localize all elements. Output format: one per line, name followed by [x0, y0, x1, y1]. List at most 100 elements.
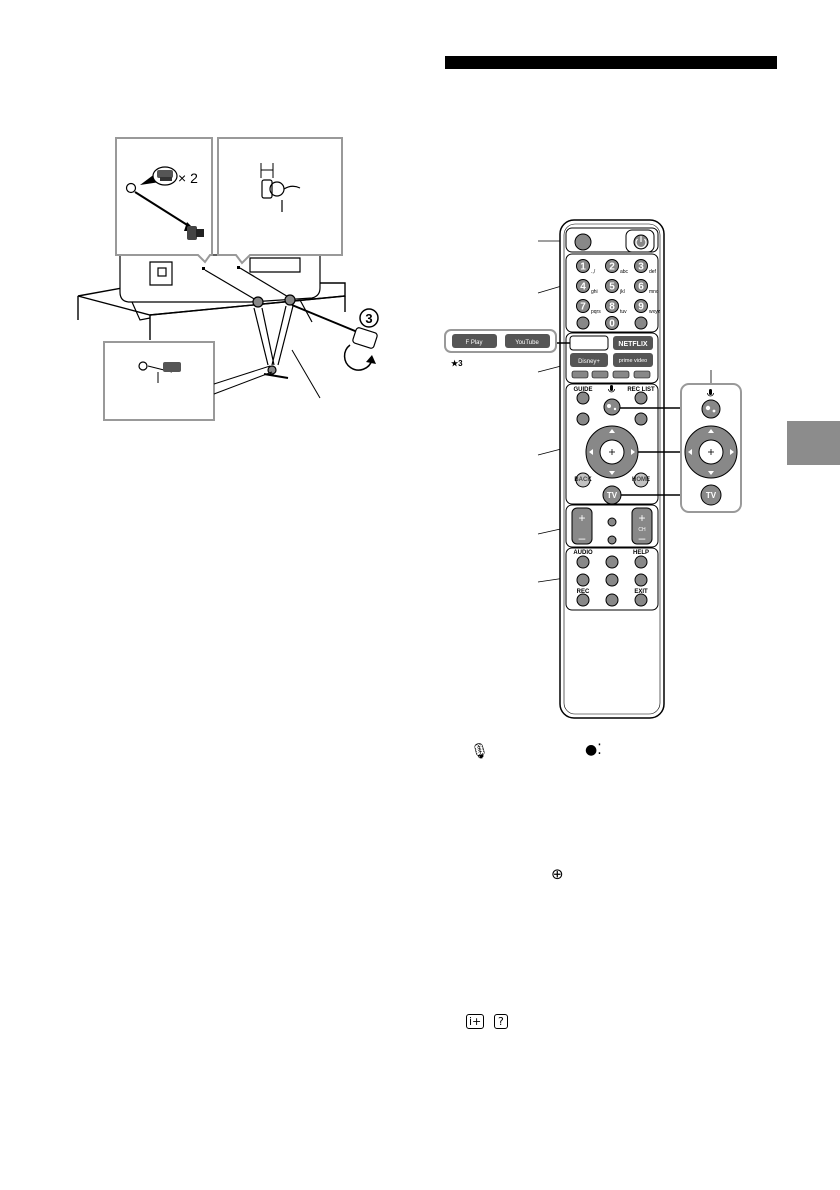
number-digit: 1 [580, 262, 586, 273]
google-assistant-button[interactable] [603, 398, 621, 416]
svg-text:F Play: F Play [465, 340, 482, 346]
number-digit: 2 [609, 262, 615, 273]
number-digit: 9 [638, 302, 644, 313]
svg-text:–: – [579, 531, 586, 545]
dpad[interactable] [684, 425, 738, 479]
wood-screw-icon [147, 362, 181, 373]
number-letters: abc [620, 269, 629, 275]
number-digit: 7 [580, 302, 586, 313]
svg-text:NETFLIX: NETFLIX [618, 341, 647, 348]
screw-pair-icon [157, 170, 173, 181]
rewind-button[interactable] [576, 573, 590, 587]
svg-text:GUIDE: GUIDE [573, 387, 592, 393]
section-heading-bar [445, 56, 777, 69]
svg-text:+: + [638, 511, 645, 525]
footnote-marker: ★3 [451, 359, 463, 368]
svg-text:3: 3 [365, 311, 372, 326]
svg-text:HELP: HELP [633, 550, 649, 556]
help-icon: ? [494, 1014, 508, 1029]
prime-video-button[interactable] [613, 353, 653, 367]
guide-button[interactable] [576, 391, 590, 405]
play-button[interactable] [605, 573, 619, 587]
netflix-button[interactable] [613, 336, 653, 350]
fast-forward-button[interactable] [634, 573, 648, 587]
strap-bolt-icon [261, 179, 301, 212]
svg-text:+: + [578, 511, 585, 525]
svg-text:CH: CH [638, 527, 646, 533]
number-digit: 6 [638, 282, 644, 293]
disney-button[interactable] [570, 353, 608, 367]
svg-text:REC LIST: REC LIST [627, 387, 655, 393]
list-button[interactable] [634, 316, 648, 330]
step-badge: 3 [343, 308, 379, 371]
callout-wood-screw [103, 341, 215, 421]
pause-button[interactable] [605, 593, 619, 607]
exit-button[interactable] [634, 593, 648, 607]
callout-strap-detail [217, 137, 343, 265]
number-letters: .,/ [591, 269, 596, 275]
help-button[interactable] [634, 555, 648, 569]
input-button[interactable] [576, 412, 590, 426]
google-assistant-button[interactable] [701, 399, 721, 419]
number-letters: def [649, 269, 657, 275]
microphone-icon [707, 389, 714, 397]
remote-control-diagram: .lb{font-size:6px;font-weight:bold;}.dg{… [444, 219, 742, 719]
audio-button[interactable] [576, 555, 590, 569]
fplay-button[interactable] [452, 334, 497, 348]
rec-list-button[interactable] [634, 391, 648, 405]
number-digit: 3 [638, 262, 644, 273]
number-button-8[interactable]: 8 tuv [605, 299, 628, 316]
settings-button[interactable] [634, 412, 648, 426]
number-button-3[interactable]: 3 def [634, 259, 657, 276]
youtube-button[interactable] [505, 334, 550, 348]
microphone-icon [608, 385, 615, 393]
svg-text:–: – [639, 531, 646, 545]
number-button-0[interactable]: 0 [605, 316, 619, 330]
replay-button[interactable] [607, 517, 617, 527]
svg-text:REC: REC [577, 589, 590, 595]
mic-button[interactable] [574, 233, 592, 251]
microphone-icon: 🎙 [470, 742, 490, 760]
number-letters: ghi [591, 289, 598, 295]
number-button-4[interactable]: 4 ghi [576, 279, 598, 296]
screw-hole [125, 182, 137, 194]
screw-icon [187, 226, 204, 240]
power-icon[interactable] [633, 234, 649, 250]
volume-rocker[interactable] [571, 507, 593, 545]
number-letters: tuv [620, 309, 627, 315]
subtitle-button[interactable] [605, 555, 619, 569]
color-buttons[interactable] [571, 370, 651, 379]
dpad[interactable] [585, 425, 639, 479]
svg-text:prime video: prime video [619, 358, 647, 364]
number-letters: jkl [619, 289, 625, 295]
svg-text:TV: TV [607, 491, 618, 500]
number-letters: mno [649, 289, 659, 295]
back-button[interactable] [575, 472, 591, 488]
screw-quantity: × 2 [178, 170, 198, 186]
chapter-side-tab [787, 421, 840, 465]
assistant-icon: ●⁚ [585, 742, 602, 758]
select-icon: ⊕ [551, 865, 564, 883]
svg-text:AUDIO: AUDIO [573, 550, 593, 556]
number-button-6[interactable]: 6 mno [634, 279, 659, 296]
number-digit: 8 [609, 302, 615, 313]
svg-text:TV: TV [706, 491, 717, 500]
number-digit: 0 [609, 319, 615, 330]
tv-anchor-illustration: × 2 [77, 137, 379, 421]
number-button-1[interactable]: 1 .,/ [576, 259, 596, 276]
home-button[interactable] [633, 472, 649, 488]
anchor-strap [204, 267, 378, 379]
svg-text:EXIT: EXIT [634, 589, 648, 595]
mute-button[interactable] [607, 535, 617, 545]
svg-text:YouTube: YouTube [515, 340, 539, 346]
channel-rocker[interactable] [631, 507, 653, 545]
record-button[interactable] [576, 593, 590, 607]
number-digit: 4 [580, 282, 586, 293]
tv-button[interactable] [700, 484, 722, 506]
number-button-2[interactable]: 2 abc [605, 259, 629, 276]
teletext-button[interactable] [576, 316, 590, 330]
